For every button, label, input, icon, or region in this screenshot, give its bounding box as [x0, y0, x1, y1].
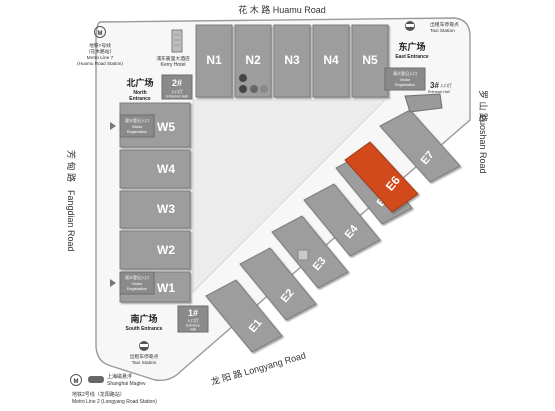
hall-n4[interactable]: N4: [312, 24, 350, 98]
svg-text:W3: W3: [157, 202, 175, 216]
svg-text:（花木路站）: （花木路站）: [86, 48, 115, 55]
metro-icon: [94, 26, 106, 38]
svg-text:2#: 2#: [172, 78, 182, 88]
hall-n5[interactable]: N5: [351, 24, 389, 98]
hall-e3[interactable]: E3: [271, 215, 349, 289]
hall-e7[interactable]: E7: [379, 109, 461, 183]
visitor-registration-east[interactable]: 观众登记入口 Visitor Registration: [384, 67, 426, 91]
svg-text:Shanghai Maglev: Shanghai Maglev: [107, 381, 146, 387]
restaurant-icon: [239, 74, 247, 82]
svg-text:观众登记入口: 观众登记入口: [125, 274, 149, 280]
svg-text:Entrance Hall: Entrance Hall: [428, 90, 450, 94]
svg-text:N3: N3: [284, 53, 300, 67]
hall-e1[interactable]: E1: [205, 279, 283, 353]
svg-text:W2: W2: [157, 243, 175, 257]
svg-text:N2: N2: [245, 53, 261, 67]
svg-text:Registration: Registration: [127, 130, 147, 134]
visitor-registration-w1[interactable]: 观众登记入口 Visitor Registration: [110, 271, 155, 295]
metro-icon: [70, 374, 82, 386]
svg-text:M: M: [74, 379, 79, 385]
hall-w4[interactable]: W4: [119, 149, 191, 189]
cafe-icon: [239, 85, 247, 93]
visitor-registration-w5[interactable]: 观众登记入口 Visitor Registration: [110, 114, 155, 138]
svg-text:观众登记入口: 观众登记入口: [125, 117, 149, 123]
svg-text:入口厅: 入口厅: [440, 83, 452, 88]
svg-text:观众登记入口: 观众登记入口: [393, 70, 417, 76]
svg-text:Entrance: Entrance: [186, 324, 200, 328]
hall-e6[interactable]: E6: [344, 141, 419, 213]
svg-text:W1: W1: [157, 281, 175, 295]
hall-e4[interactable]: E4: [303, 183, 381, 257]
road-west-cn: 芳 甸 路: [66, 150, 77, 182]
svg-text:Registration: Registration: [395, 83, 415, 87]
arrow-right-icon: [110, 279, 116, 287]
taxi-station-south[interactable]: 出租车停靠点 Taxi Station: [130, 341, 159, 366]
svg-text:Entrance: Entrance: [129, 96, 151, 102]
svg-text:北广场: 北广场: [126, 77, 153, 88]
entrance-hall-1[interactable]: 1# 入口厅 Entrance Hall: [177, 305, 209, 333]
svg-text:上海磁悬浮: 上海磁悬浮: [107, 373, 132, 380]
north-entrance[interactable]: 北广场 North Entrance: [126, 77, 153, 102]
svg-text:入口厅: 入口厅: [171, 89, 183, 94]
svg-text:地铁7号线: 地铁7号线: [89, 42, 111, 49]
svg-text:Taxi Station: Taxi Station: [430, 28, 455, 34]
svg-text:Registration: Registration: [127, 287, 147, 291]
svg-text:Metro Line 7: Metro Line 7: [87, 55, 114, 61]
metro-line-2[interactable]: M 上海磁悬浮 Shanghai Maglev 地铁2号线（龙阳路站） Metr…: [70, 373, 158, 405]
svg-text:Visitor: Visitor: [400, 78, 411, 82]
svg-text:M: M: [98, 31, 103, 37]
toilet-icon: [250, 85, 258, 93]
arrow-right-icon: [110, 122, 116, 130]
kerry-hotel[interactable]: 浦东嘉里大酒店 Kerry Hotel: [156, 29, 190, 68]
svg-text:N1: N1: [206, 53, 222, 67]
road-north: 花 木 路 Huamu Road: [238, 4, 326, 15]
svg-text:Visitor: Visitor: [132, 282, 143, 286]
svg-text:浦东嘉里大酒店: 浦东嘉里大酒店: [156, 55, 190, 62]
road-west-en: Fangdian Road: [66, 190, 76, 252]
svg-text:Visitor: Visitor: [132, 125, 143, 129]
entrance-hall-2[interactable]: 2# 入口厅 Entrance Hall: [161, 74, 193, 100]
svg-text:1#: 1#: [188, 308, 198, 318]
hall-n3[interactable]: N3: [273, 24, 311, 98]
svg-text:出租车停靠点: 出租车停靠点: [130, 353, 159, 360]
hall-e2[interactable]: E2: [239, 247, 317, 321]
central-plaza: [192, 99, 386, 293]
svg-text:入口厅: 入口厅: [187, 318, 199, 323]
svg-text:3#: 3#: [430, 81, 439, 90]
east-entrance[interactable]: 东广场 East Entrance: [395, 41, 429, 60]
road-south: 龙 阳 路 Longyang Road: [210, 349, 307, 387]
info-icon: [260, 85, 268, 93]
svg-text:Kerry Hotel: Kerry Hotel: [160, 62, 185, 68]
hall-w3[interactable]: W3: [119, 190, 191, 229]
taxi-station-east[interactable]: 出租车停靠点 Taxi Station: [405, 21, 459, 34]
svg-text:W4: W4: [157, 162, 175, 176]
hall-w2[interactable]: W2: [119, 230, 191, 270]
hotel-icon: [171, 29, 183, 53]
south-entrance[interactable]: 南广场 South Entrance: [126, 313, 163, 332]
road-east-en: Luoshan Road: [478, 115, 488, 174]
svg-text:出租车停靠点: 出租车停靠点: [430, 21, 459, 28]
svg-text:Hall: Hall: [190, 328, 196, 332]
hall-n1[interactable]: N1: [195, 24, 233, 98]
metro-line-7[interactable]: M 地铁7号线 （花木路站） Metro Line 7 (Huamu Road …: [77, 26, 123, 67]
svg-text:North: North: [133, 90, 146, 96]
svg-text:N4: N4: [323, 53, 339, 67]
svg-text:W5: W5: [157, 120, 175, 134]
maglev-icon: [88, 376, 104, 383]
svg-text:Metro Line 2 (Longyang Road St: Metro Line 2 (Longyang Road Station): [72, 399, 157, 405]
svg-text:南广场: 南广场: [130, 313, 157, 324]
svg-text:东广场: 东广场: [398, 41, 425, 52]
svg-text:Taxi Station: Taxi Station: [132, 360, 157, 366]
svg-text:South Entrance: South Entrance: [126, 326, 163, 332]
road-east-cn: 罗 山 路: [478, 90, 489, 122]
svg-text:(Huamu Road Station): (Huamu Road Station): [77, 61, 123, 66]
svg-text:Entrance Hall: Entrance Hall: [166, 95, 188, 99]
hall-n2[interactable]: N2: [234, 24, 272, 98]
svg-text:地铁2号线（龙阳路站）: 地铁2号线（龙阳路站）: [72, 391, 125, 398]
entrance-hall-3[interactable]: 3# 入口厅 Entrance Hall: [404, 81, 452, 113]
svg-text:N5: N5: [362, 53, 378, 67]
svg-text:East Entrance: East Entrance: [395, 54, 429, 60]
